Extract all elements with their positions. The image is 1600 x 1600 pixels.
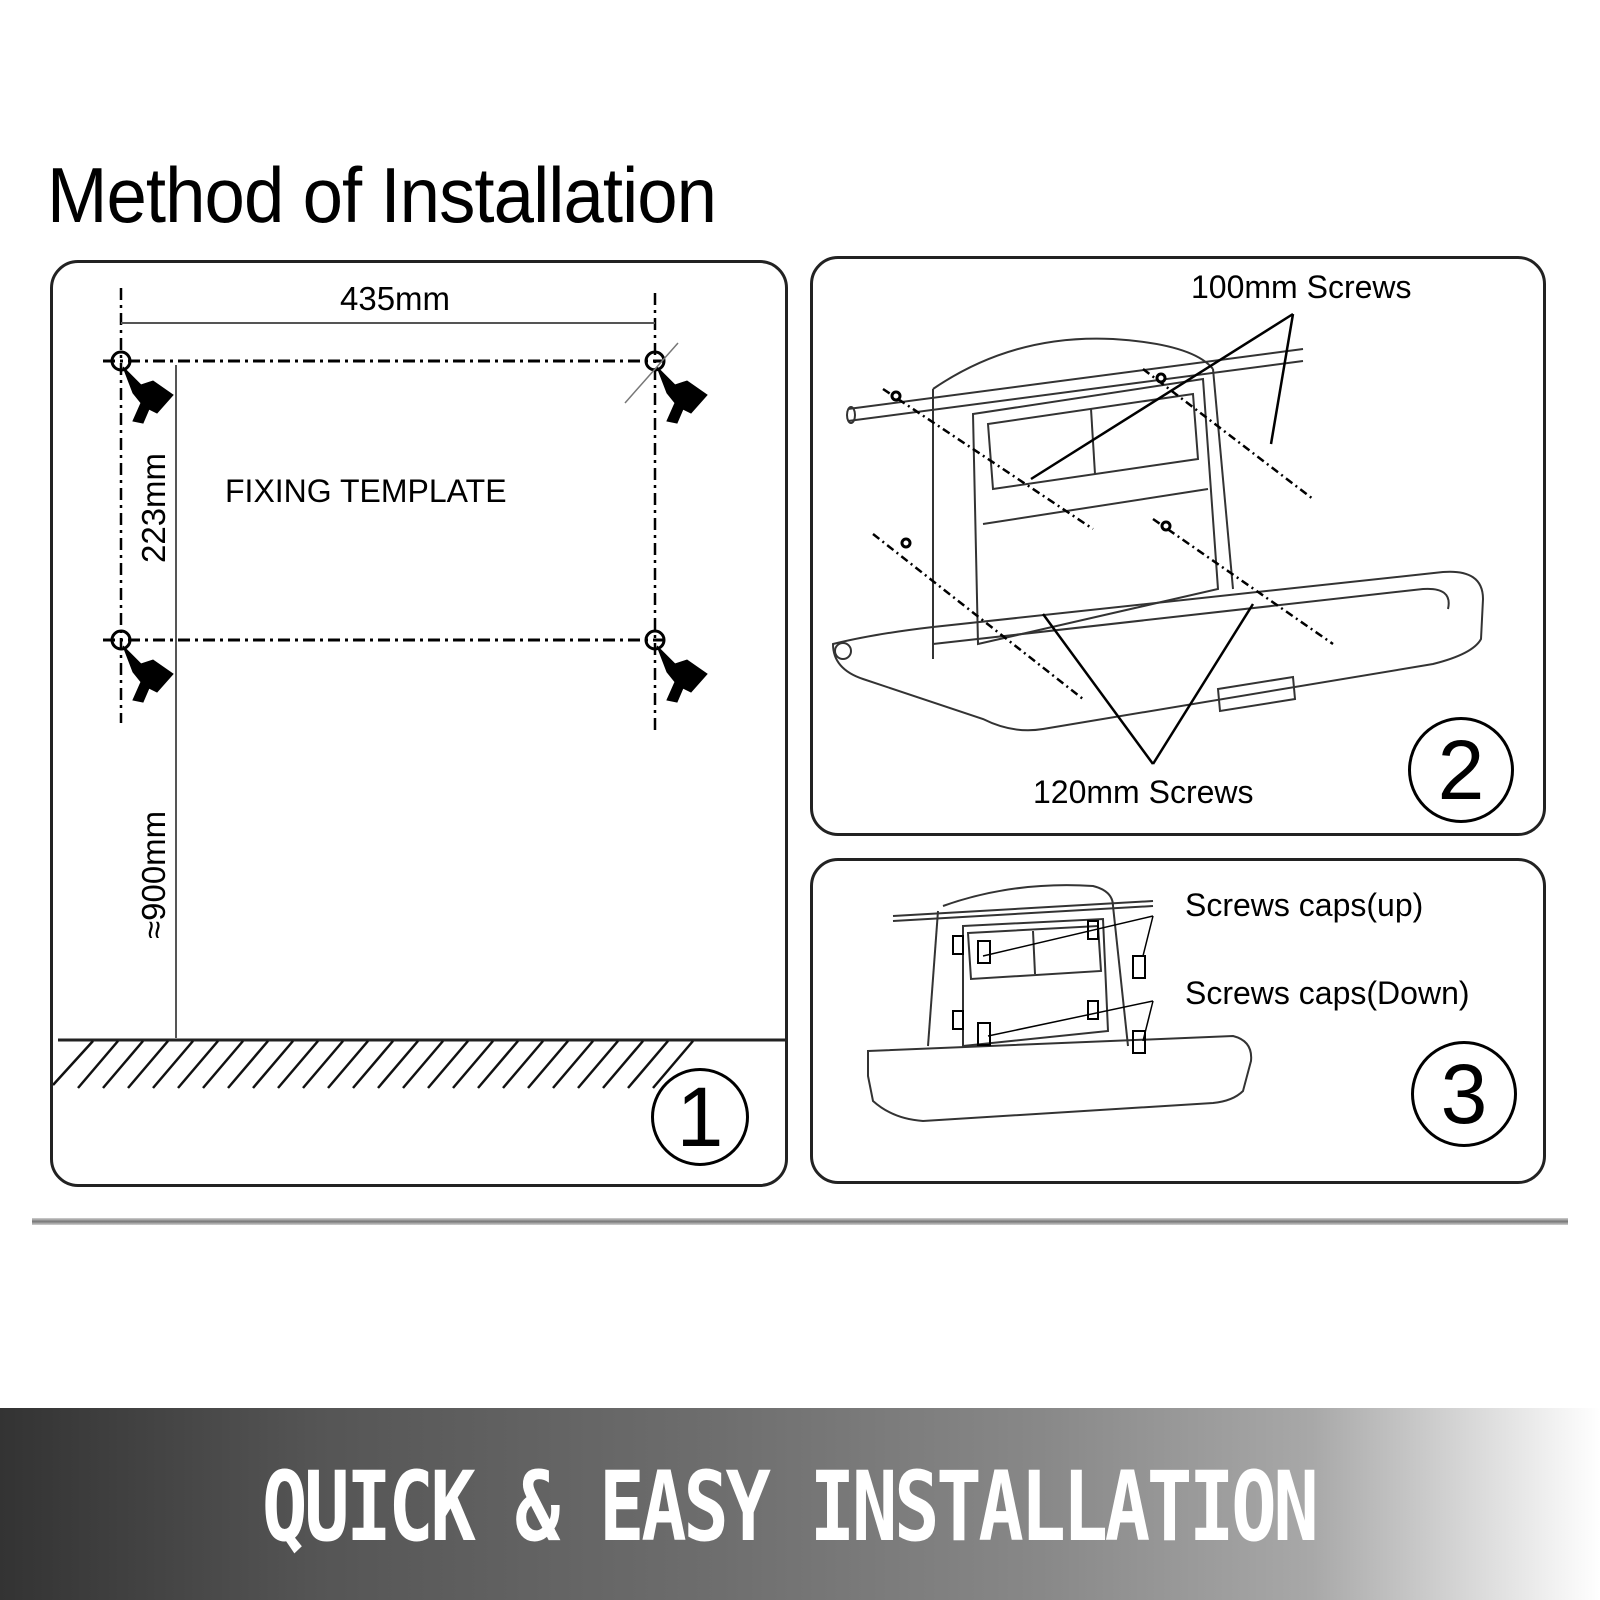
screw-caps-diagram xyxy=(867,884,1253,1123)
floor-height-label: ≈900mm xyxy=(135,810,172,939)
anchor-icon xyxy=(110,350,174,424)
screw-caps-down-label: Screws caps(Down) xyxy=(1185,975,1470,1011)
step-number-badge: 1 xyxy=(651,1068,749,1166)
floor-hatching xyxy=(53,1040,694,1089)
fixing-template-label: FIXING TEMPLATE xyxy=(225,473,507,509)
step-3-panel: Screws caps(up) Screws caps(Down) 3 xyxy=(810,858,1546,1184)
screws-120mm-label: 120mm Screws xyxy=(1033,774,1254,810)
step-2-panel: 100mm Screws 120mm Screws 2 xyxy=(810,256,1546,836)
screw-caps-up-label: Screws caps(up) xyxy=(1185,887,1424,923)
anchor-icon xyxy=(644,629,708,703)
hole-spacing-label: 223mm xyxy=(135,452,172,563)
section-divider xyxy=(32,1218,1568,1225)
step-number-badge: 2 xyxy=(1408,717,1514,823)
screws-100mm-label: 100mm Screws xyxy=(1191,269,1412,305)
page-title: Method of Installation xyxy=(47,151,717,239)
banner-text: QUICK & EASY INSTALLATION xyxy=(262,1450,1319,1564)
fixing-template-diagram xyxy=(53,288,788,1089)
anchor-icon xyxy=(110,629,174,703)
anchor-icon xyxy=(624,342,708,424)
step-1-panel: 435mm 223mm ≈900mm FIXING TEMPLATE 1 xyxy=(50,260,788,1187)
width-dimension-label: 435mm xyxy=(340,280,451,317)
banner xyxy=(0,1408,1600,1600)
step-number-badge: 3 xyxy=(1411,1041,1517,1147)
changing-table-screws-diagram xyxy=(831,312,1485,765)
